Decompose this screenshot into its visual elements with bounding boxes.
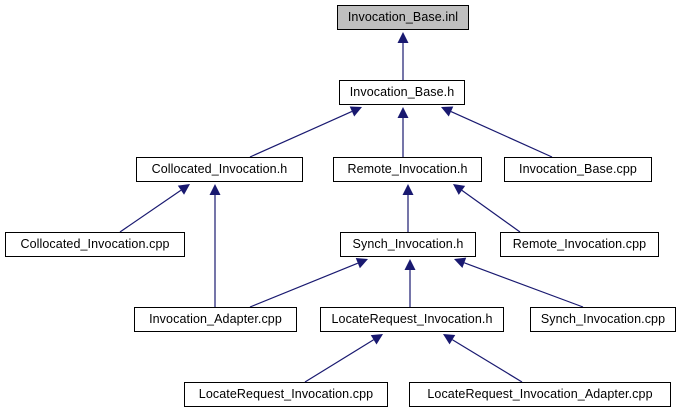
graph-node-synch_invocation_h[interactable]: Synch_Invocation.h	[340, 232, 476, 257]
edge-line	[461, 189, 521, 233]
graph-edge	[119, 184, 190, 233]
node-label: Synch_Invocation.h	[352, 237, 464, 252]
edge-line	[452, 339, 523, 383]
edge-arrowhead	[454, 257, 467, 268]
edge-arrowhead	[177, 184, 190, 195]
graph-node-invocation_base_h[interactable]: Invocation_Base.h	[339, 80, 465, 105]
edge-line	[464, 262, 584, 308]
graph-node-locaterequest_invocation_h[interactable]: LocateRequest_Invocation.h	[320, 307, 504, 332]
node-label: Synch_Invocation.cpp	[540, 312, 666, 327]
graph-node-collocated_invocation_h[interactable]: Collocated_Invocation.h	[136, 157, 303, 182]
graph-edge	[249, 106, 362, 158]
graph-node-invocation_adapter_cpp[interactable]: Invocation_Adapter.cpp	[134, 307, 297, 332]
edge-arrowhead	[404, 259, 416, 270]
graph-node-synch_invocation_cpp[interactable]: Synch_Invocation.cpp	[530, 307, 676, 332]
graph-edge	[454, 257, 584, 308]
graph-node-invocation_base_inl[interactable]: Invocation_Base.inl	[337, 5, 469, 30]
edge-arrowhead	[443, 334, 456, 345]
node-label: Collocated_Invocation.cpp	[20, 237, 170, 252]
edge-line	[119, 189, 182, 233]
edge-arrowhead	[209, 184, 221, 195]
graph-node-remote_invocation_cpp[interactable]: Remote_Invocation.cpp	[500, 232, 659, 257]
edge-line	[450, 110, 553, 158]
graph-edge	[402, 184, 414, 232]
node-label: LocateRequest_Invocation.h	[331, 312, 493, 327]
node-label: Invocation_Base.cpp	[519, 162, 637, 177]
graph-node-invocation_base_cpp[interactable]: Invocation_Base.cpp	[504, 157, 652, 182]
node-label: Remote_Invocation.h	[347, 162, 468, 177]
graph-edge	[304, 334, 383, 383]
edge-arrowhead	[355, 258, 368, 269]
graph-edge	[453, 184, 521, 233]
edge-arrowhead	[397, 32, 409, 43]
edge-line	[249, 262, 359, 308]
node-label: LocateRequest_Invocation_Adapter.cpp	[427, 387, 653, 402]
edge-line	[304, 339, 374, 383]
node-label: Invocation_Adapter.cpp	[149, 312, 282, 327]
graph-edge	[404, 259, 416, 307]
edge-arrowhead	[441, 106, 454, 117]
graph-node-locaterequest_invocation_adapter_cpp[interactable]: LocateRequest_Invocation_Adapter.cpp	[409, 382, 671, 407]
edge-arrowhead	[453, 184, 466, 195]
node-label: LocateRequest_Invocation.cpp	[198, 387, 374, 402]
graph-edge	[249, 258, 368, 308]
edge-line	[249, 110, 353, 158]
edge-arrowhead	[349, 106, 362, 117]
edge-arrowhead	[402, 184, 414, 195]
edge-arrowhead	[370, 334, 383, 345]
graph-node-remote_invocation_h[interactable]: Remote_Invocation.h	[333, 157, 482, 182]
node-label: Invocation_Base.inl	[347, 10, 459, 25]
node-label: Collocated_Invocation.h	[151, 162, 288, 177]
graph-node-locaterequest_invocation_cpp[interactable]: LocateRequest_Invocation.cpp	[184, 382, 388, 407]
node-label: Invocation_Base.h	[349, 85, 455, 100]
graph-edge	[209, 184, 221, 307]
graph-edge	[441, 106, 553, 158]
graph-edge	[397, 32, 409, 80]
graph-edge	[443, 334, 523, 383]
graph-edge	[397, 107, 409, 157]
node-label: Remote_Invocation.cpp	[512, 237, 647, 252]
edge-arrowhead	[397, 107, 409, 118]
graph-node-collocated_invocation_cpp[interactable]: Collocated_Invocation.cpp	[5, 232, 185, 257]
